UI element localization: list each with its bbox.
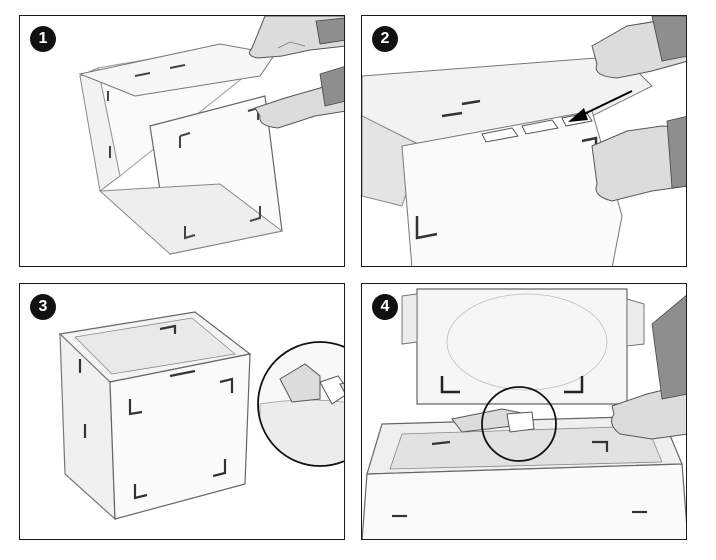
step-3-panel: 3	[19, 283, 345, 540]
step-3-badge: 3	[30, 294, 56, 320]
step-1-illustration	[78, 16, 344, 255]
step-2-panel: 2	[361, 15, 687, 267]
step-1-panel: 1	[19, 15, 345, 267]
step-1-badge: 1	[30, 26, 56, 52]
step-2-illustration	[362, 16, 686, 266]
step-4-illustration	[362, 288, 686, 539]
step-2-badge: 2	[372, 26, 398, 52]
step-3-illustration	[58, 311, 344, 521]
step-4-panel: 4	[361, 283, 687, 540]
step-4-badge: 4	[372, 294, 398, 320]
